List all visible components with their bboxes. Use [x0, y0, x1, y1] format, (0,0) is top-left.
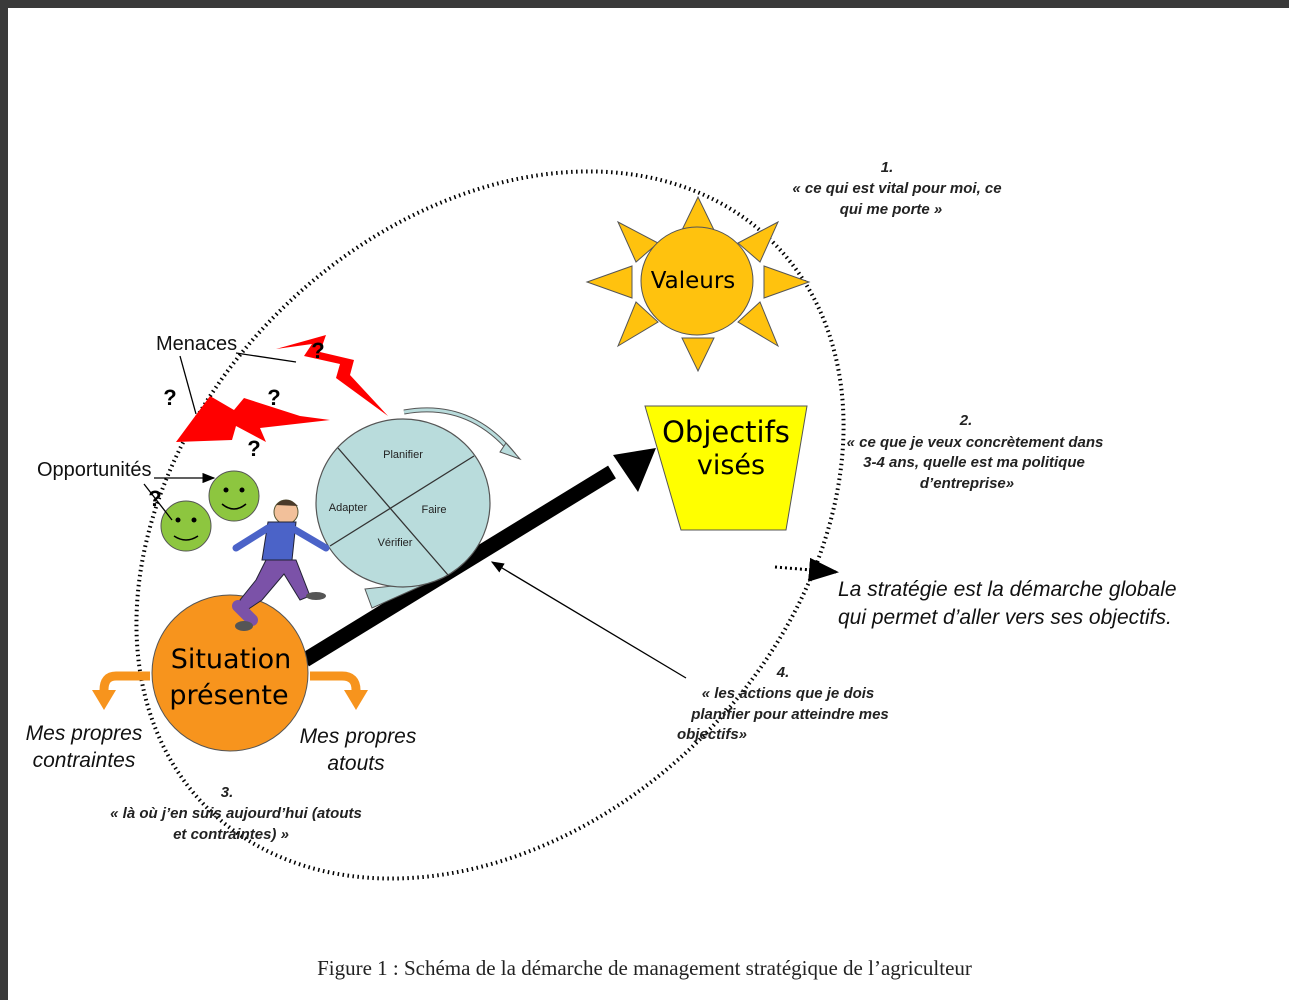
- figure-caption: Figure 1 : Schéma de la démarche de mana…: [317, 956, 972, 980]
- strategy-scope-ellipse: [134, 169, 846, 881]
- svg-text:1.: 1.: [881, 159, 894, 176]
- objectifs-label-line1: Objectifs: [662, 415, 790, 449]
- pdca-adapter: Adapter: [329, 502, 368, 514]
- svg-text:4.: 4.: [776, 664, 790, 681]
- menaces-label: Menaces: [156, 333, 237, 355]
- pdca-faire: Faire: [421, 504, 446, 516]
- svg-text:et contraintes) »: et contraintes) »: [173, 826, 289, 843]
- pdca-planifier: Planifier: [383, 449, 423, 461]
- note-1: 1. « ce qui est vital pour moi, ce qui m…: [792, 159, 1001, 218]
- svg-text:« là où j’en suis aujourd’hui: « là où j’en suis aujourd’hui (atouts: [110, 805, 362, 822]
- objectifs-label-line2: visés: [697, 450, 765, 481]
- question-mark: ?: [311, 338, 324, 363]
- running-person-icon: [232, 499, 330, 631]
- orange-arrow-right-icon: [310, 671, 368, 710]
- smiley-icon: [160, 470, 260, 552]
- svg-text:« les actions que je dois: « les actions que je dois: [702, 685, 875, 702]
- question-mark: ?: [163, 385, 176, 410]
- question-mark: ?: [267, 385, 280, 410]
- sun-icon: [585, 195, 811, 373]
- svg-text:planifier pour atteindre mes: planifier pour atteindre mes: [690, 706, 889, 723]
- svg-text:d’entreprise»: d’entreprise»: [920, 475, 1014, 492]
- svg-text:objectifs»: objectifs»: [677, 726, 747, 743]
- pdca-verifier: Vérifier: [378, 537, 413, 549]
- situation-presente-circle: [151, 594, 309, 752]
- situation-label-line1: Situation: [171, 644, 292, 675]
- note-4-pointer: [490, 561, 687, 679]
- strategy-pointer: [774, 557, 839, 582]
- situation-label-line2: présente: [169, 680, 288, 711]
- atouts-label-line1: Mes propres: [300, 725, 417, 748]
- contraintes-label-line2: contraintes: [33, 749, 136, 772]
- note-2: 2. « ce que je veux concrètement dans 3-…: [847, 412, 1104, 492]
- pdca-wheel: [315, 418, 491, 609]
- note-4: 4. « les actions que je dois planifier p…: [677, 664, 889, 743]
- lightning-icon: [176, 335, 388, 442]
- strategy-text-line2: qui permet d’aller vers ses objectifs.: [838, 606, 1172, 629]
- opportunites-label: Opportunités: [37, 459, 152, 481]
- question-mark: ?: [247, 436, 260, 461]
- valeurs-label: Valeurs: [651, 268, 736, 294]
- svg-text:3.: 3.: [221, 784, 234, 801]
- orange-arrow-left-icon: [92, 671, 150, 710]
- svg-text:« ce qui est vital pour moi, c: « ce qui est vital pour moi, ce: [792, 180, 1001, 197]
- svg-text:2.: 2.: [959, 412, 973, 429]
- svg-text:qui me porte »: qui me porte »: [840, 201, 943, 218]
- svg-text:« ce que je veux concrètement: « ce que je veux concrètement dans: [847, 434, 1104, 451]
- atouts-label-line2: atouts: [327, 752, 385, 775]
- svg-text:3-4 ans, quelle est ma politiq: 3-4 ans, quelle est ma politique: [863, 454, 1085, 471]
- objectifs-vises-shape: [644, 405, 808, 531]
- rotation-arrow-icon: [403, 407, 522, 461]
- note-3: 3. « là où j’en suis aujourd’hui (atouts…: [110, 784, 362, 843]
- strategy-text-line1: La stratégie est la démarche globale: [838, 578, 1177, 601]
- contraintes-label-line1: Mes propres: [26, 722, 143, 745]
